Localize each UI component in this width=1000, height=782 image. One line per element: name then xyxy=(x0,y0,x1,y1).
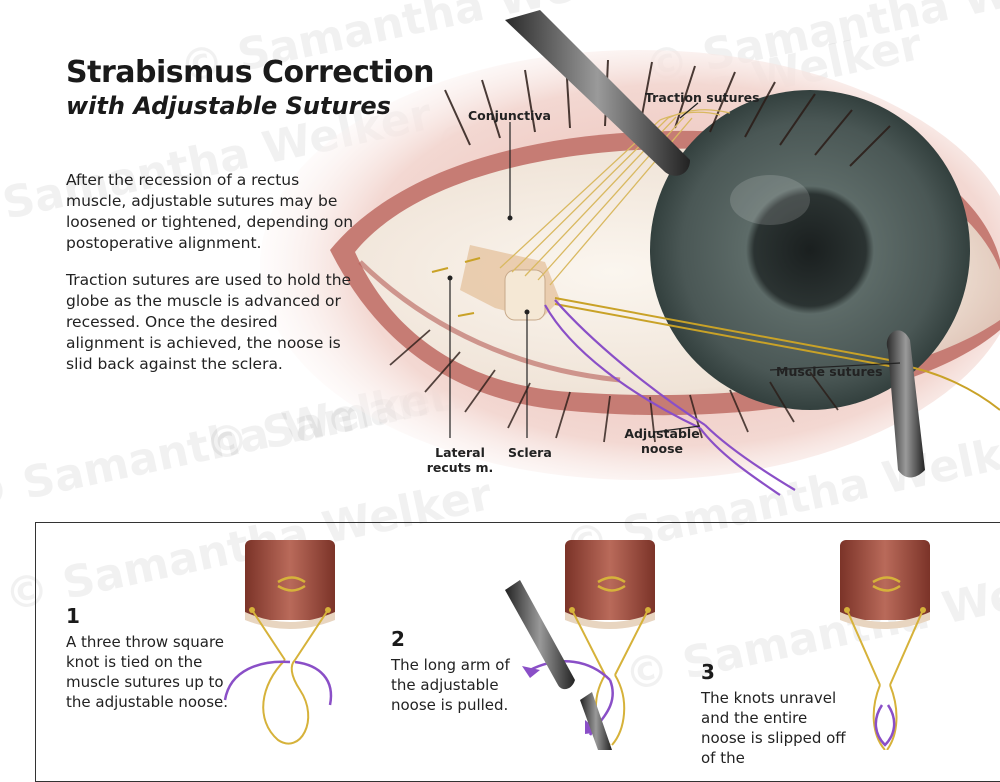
eye-illustration xyxy=(260,10,1000,496)
step3-number: 3 xyxy=(701,660,715,684)
label-traction-sutures: Traction sutures xyxy=(645,90,760,105)
label-conjunctiva: Conjunctiva xyxy=(468,108,551,123)
step3-muscle xyxy=(840,540,930,750)
label-lateral-rectus: Lateral recuts m. xyxy=(426,445,494,475)
page-title: Strabismus Correction xyxy=(66,55,434,90)
step2-text: The long arm of the adjustable noose is … xyxy=(391,656,510,714)
step3-text: The knots unravel and the entire noose i… xyxy=(701,689,846,767)
step2-number: 2 xyxy=(391,627,405,651)
steps-illustration xyxy=(223,540,930,750)
step1-text: A three throw square knot is tied on the… xyxy=(66,633,229,711)
label-adjustable-noose: Adjustable noose xyxy=(624,426,700,456)
step2-muscle xyxy=(505,540,655,750)
step1-muscle xyxy=(223,540,335,745)
traction-paragraph: Traction sutures are used to hold the gl… xyxy=(66,271,352,373)
page-subtitle: with Adjustable Sutures xyxy=(66,92,391,120)
label-sclera: Sclera xyxy=(508,445,552,460)
step1-number: 1 xyxy=(66,604,80,628)
intro-paragraph: After the recession of a rectus muscle, … xyxy=(66,171,354,252)
label-muscle-sutures: Muscle sutures xyxy=(776,364,883,379)
